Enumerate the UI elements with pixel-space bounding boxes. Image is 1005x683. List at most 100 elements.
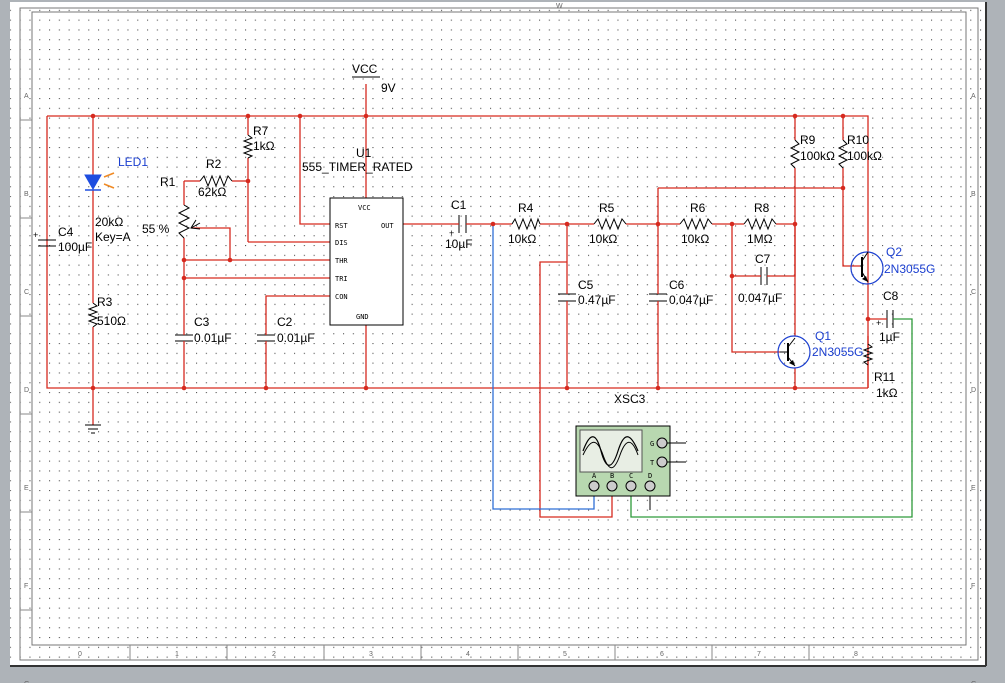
svg-text:0.01µF: 0.01µF bbox=[194, 331, 232, 345]
svg-text:A: A bbox=[592, 472, 597, 480]
scope-terminal-a[interactable] bbox=[588, 480, 600, 492]
scope-terminal-g[interactable] bbox=[656, 437, 668, 449]
ruler-col-2: 2 bbox=[272, 651, 276, 658]
svg-text:+: + bbox=[449, 228, 454, 238]
scope-terminal-c[interactable] bbox=[625, 480, 637, 492]
svg-text:VCC: VCC bbox=[352, 62, 378, 76]
r10-resistor[interactable]: R10 100kΩ bbox=[837, 133, 882, 169]
svg-text:VCC: VCC bbox=[358, 204, 371, 212]
svg-text:+: + bbox=[33, 230, 38, 240]
r1-potentiometer[interactable]: R1 20kΩ Key=A 55 % bbox=[95, 175, 201, 244]
svg-text:R8: R8 bbox=[754, 201, 770, 215]
ruler-row-E-right: E bbox=[971, 485, 976, 492]
q2-transistor[interactable]: Q2 2N3055G bbox=[850, 245, 935, 285]
svg-text:20kΩ: 20kΩ bbox=[95, 215, 123, 229]
svg-text:CON: CON bbox=[335, 293, 348, 301]
ruler-ticks bbox=[20, 119, 810, 660]
ruler-row-G-left: G bbox=[24, 681, 29, 683]
c6-capacitor[interactable]: C6 0.047µF bbox=[649, 278, 713, 307]
svg-text:G: G bbox=[650, 440, 654, 448]
r4-resistor[interactable]: R4 10kΩ bbox=[508, 201, 541, 246]
svg-text:1kΩ: 1kΩ bbox=[253, 139, 275, 153]
svg-text:R11: R11 bbox=[874, 370, 895, 384]
r2-resistor[interactable]: R2 62kΩ bbox=[198, 157, 233, 199]
probe-d-wire[interactable] bbox=[630, 318, 913, 518]
svg-text:R7: R7 bbox=[253, 124, 269, 138]
probe-a-wire[interactable] bbox=[492, 224, 595, 510]
ruler-row-A-left: A bbox=[24, 93, 29, 100]
oscilloscope-xsc3[interactable]: XSC3 G T A B C D bbox=[575, 392, 686, 497]
svg-text:C6: C6 bbox=[669, 278, 685, 292]
svg-text:9V: 9V bbox=[381, 81, 396, 95]
c8-capacitor[interactable]: + C8 1µF bbox=[868, 289, 900, 344]
q1-transistor[interactable]: Q1 2N3055G bbox=[777, 329, 863, 369]
svg-text:1kΩ: 1kΩ bbox=[876, 386, 898, 400]
ruler-row-B-right: B bbox=[971, 191, 976, 198]
ruler-row-B-left: B bbox=[24, 191, 29, 198]
svg-text:C: C bbox=[629, 472, 633, 480]
scope-terminal-t[interactable] bbox=[656, 456, 668, 468]
r7-resistor[interactable]: R7 1kΩ bbox=[242, 124, 275, 159]
ruler-col-1: 1 bbox=[175, 651, 179, 658]
ruler-col-7: 7 bbox=[757, 651, 761, 658]
ruler-row-D-right: D bbox=[971, 387, 976, 394]
r11-resistor[interactable]: R11 1kΩ bbox=[862, 343, 898, 400]
ruler-row-F-right: F bbox=[971, 583, 975, 590]
svg-text:R3: R3 bbox=[97, 295, 113, 309]
svg-text:0.01µF: 0.01µF bbox=[277, 331, 315, 345]
svg-text:R4: R4 bbox=[518, 201, 534, 215]
scope-screen bbox=[579, 429, 643, 473]
svg-text:Key=A: Key=A bbox=[95, 230, 131, 244]
c3-capacitor[interactable]: C3 0.01µF bbox=[175, 315, 232, 345]
ruler-col-5: 5 bbox=[563, 651, 567, 658]
svg-text:100kΩ: 100kΩ bbox=[800, 149, 835, 163]
r8-resistor[interactable]: R8 1MΩ bbox=[743, 201, 777, 246]
svg-text:T: T bbox=[650, 459, 655, 467]
svg-text:DIS: DIS bbox=[335, 239, 348, 247]
ruler-row-C-right: C bbox=[971, 289, 976, 296]
c5-capacitor[interactable]: C5 0.47µF bbox=[558, 278, 616, 307]
svg-text:C2: C2 bbox=[277, 315, 293, 329]
c2-capacitor[interactable]: C2 0.01µF bbox=[257, 315, 315, 345]
svg-text:C4: C4 bbox=[58, 225, 74, 239]
scope-terminal-d[interactable] bbox=[644, 480, 656, 492]
vcc-source[interactable]: VCC 9V bbox=[352, 62, 396, 95]
svg-text:RST: RST bbox=[335, 222, 348, 230]
u1-ref: U1 bbox=[356, 146, 372, 160]
r6-resistor[interactable]: R6 10kΩ bbox=[679, 201, 713, 246]
ruler-row-D-left: D bbox=[24, 387, 29, 394]
svg-text:62kΩ: 62kΩ bbox=[198, 185, 226, 199]
svg-text:0.47µF: 0.47µF bbox=[578, 293, 616, 307]
ground-symbol[interactable] bbox=[85, 424, 101, 434]
timer-555-u1[interactable]: U1 555_TIMER_RATED VCC RST OUT DIS THR T… bbox=[302, 146, 413, 326]
svg-text:R9: R9 bbox=[800, 133, 816, 147]
svg-text:2N3055G: 2N3055G bbox=[884, 262, 935, 276]
ruler-row-F-left: F bbox=[24, 583, 28, 590]
svg-text:C1: C1 bbox=[451, 198, 467, 212]
c4-capacitor[interactable]: + C4 100µF bbox=[33, 225, 92, 254]
c7-capacitor[interactable]: C7 0.047µF bbox=[738, 252, 782, 305]
ruler-col-0: 0 bbox=[78, 651, 82, 658]
svg-text:R10: R10 bbox=[847, 133, 869, 147]
r5-resistor[interactable]: R5 10kΩ bbox=[589, 201, 627, 246]
ruler-row-G-right: G bbox=[971, 681, 976, 683]
svg-text:10kΩ: 10kΩ bbox=[681, 232, 709, 246]
svg-text:D: D bbox=[648, 472, 652, 480]
svg-text:55 %: 55 % bbox=[142, 222, 170, 236]
svg-text:OUT: OUT bbox=[381, 222, 394, 230]
svg-text:+: + bbox=[876, 318, 881, 328]
svg-text:C8: C8 bbox=[883, 289, 899, 303]
svg-text:0.047µF: 0.047µF bbox=[669, 293, 713, 307]
title-block-label: W bbox=[556, 3, 563, 10]
scope-terminal-b[interactable] bbox=[606, 480, 618, 492]
c1-capacitor[interactable]: C1 + 10µF bbox=[445, 198, 473, 251]
r3-resistor[interactable]: R3 510Ω bbox=[87, 295, 126, 335]
svg-text:10kΩ: 10kΩ bbox=[508, 232, 536, 246]
svg-text:C7: C7 bbox=[755, 252, 771, 266]
r9-resistor[interactable]: R9 100kΩ bbox=[789, 133, 835, 169]
ruler-col-6: 6 bbox=[660, 651, 664, 658]
ruler-row-A-right: A bbox=[971, 93, 976, 100]
led1[interactable]: LED1 bbox=[84, 155, 148, 191]
